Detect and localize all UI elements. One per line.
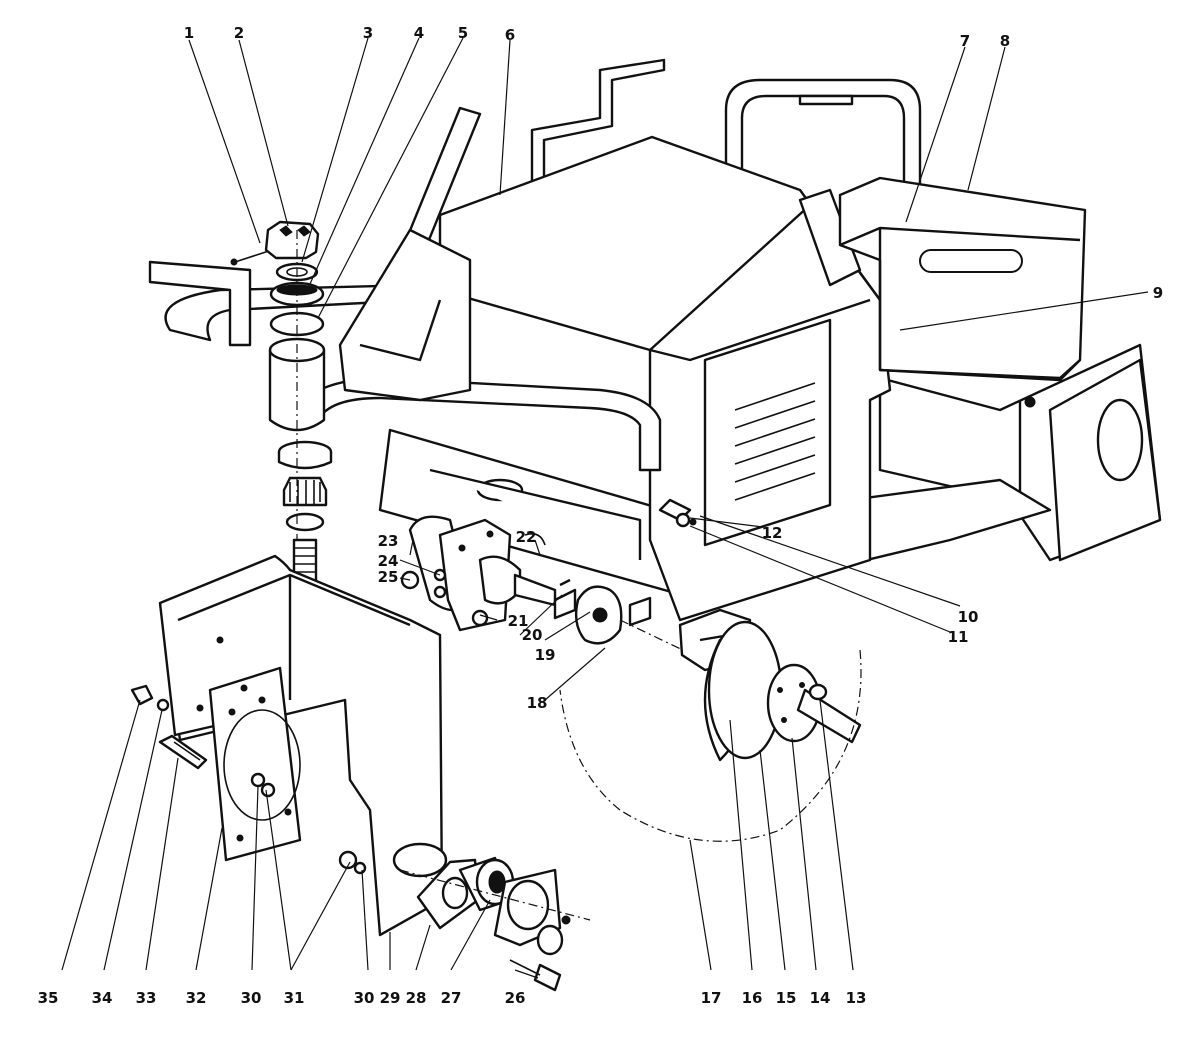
callout-28: 28: [406, 989, 427, 1007]
callout-15: 15: [776, 989, 797, 1007]
callout-24: 24: [378, 552, 399, 570]
callout-19: 19: [535, 646, 556, 664]
callout-16: 16: [742, 989, 763, 1007]
callout-30-right: 30: [354, 989, 375, 1007]
callout-3: 3: [363, 24, 373, 42]
callout-29: 29: [380, 989, 401, 1007]
wheel-motor: [400, 515, 557, 632]
callout-21: 21: [508, 612, 529, 630]
steering-tubes: [148, 106, 662, 472]
callout-27: 27: [441, 989, 462, 1007]
callout-11: 11: [948, 628, 969, 646]
callout-30-left: 30: [241, 989, 262, 1007]
hood-fasteners: [658, 498, 697, 528]
callout-labels: 1 2 3 4 5 6 7 8 9 10 11 12 13 14 15 16 1…: [38, 24, 1164, 1007]
callout-5: 5: [458, 24, 468, 42]
callout-25: 25: [378, 568, 399, 586]
callout-33: 33: [136, 989, 157, 1007]
engine-hood: [438, 135, 892, 622]
callout-7: 7: [960, 32, 970, 50]
callout-20: 20: [522, 626, 543, 644]
callout-34: 34: [92, 989, 113, 1007]
flange-bearing: [399, 856, 591, 992]
front-housing: [158, 554, 448, 937]
callout-23: 23: [378, 532, 399, 550]
callout-17: 17: [701, 989, 722, 1007]
callout-12: 12: [762, 524, 783, 542]
steering-head: [230, 220, 333, 620]
frame-box: [878, 343, 1162, 562]
callout-9: 9: [1153, 284, 1163, 302]
callout-26: 26: [505, 989, 526, 1007]
callout-6: 6: [505, 26, 515, 44]
rear-frame: [530, 58, 922, 242]
leader-lines: [61, 37, 1149, 979]
callout-32: 32: [186, 989, 207, 1007]
callout-1: 1: [184, 24, 194, 42]
callout-4: 4: [414, 24, 424, 42]
callout-14: 14: [810, 989, 831, 1007]
callout-18: 18: [527, 694, 548, 712]
callout-31: 31: [284, 989, 305, 1007]
callout-10: 10: [958, 608, 979, 626]
callout-22: 22: [516, 528, 537, 546]
callout-2: 2: [234, 24, 244, 42]
callout-8: 8: [1000, 32, 1010, 50]
callout-35: 35: [38, 989, 59, 1007]
callout-13: 13: [846, 989, 867, 1007]
hub-assembly: [553, 578, 862, 842]
fasteners: [130, 684, 367, 875]
